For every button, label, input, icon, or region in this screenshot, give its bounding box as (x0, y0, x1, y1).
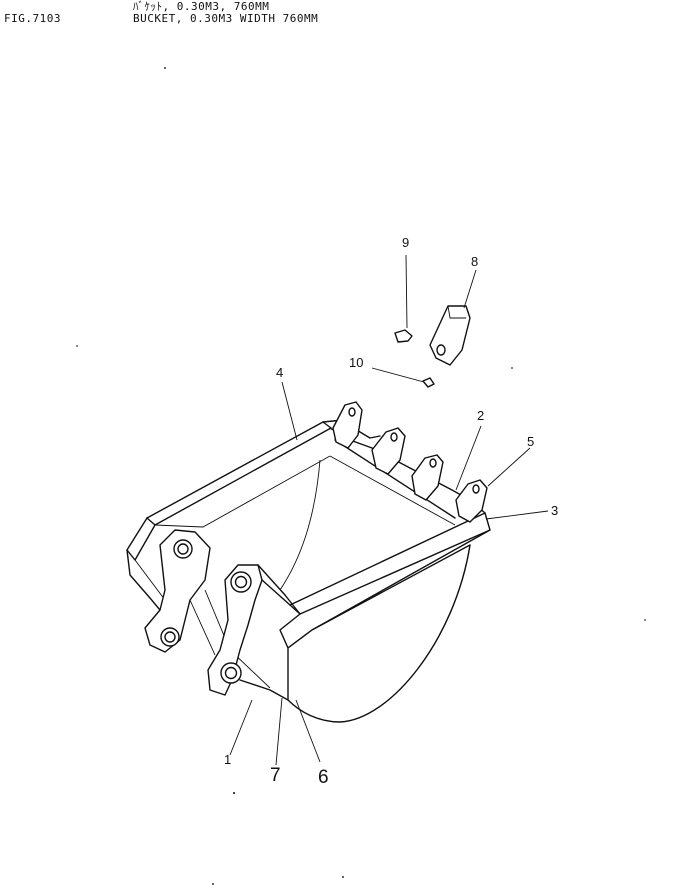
pin-part-9 (394, 329, 413, 343)
callout-6: 6 (318, 767, 329, 788)
callout-8: 8 (471, 254, 478, 269)
callout-1: 1 (224, 752, 231, 767)
leader-lines (229, 254, 549, 766)
callout-10: 10 (349, 355, 363, 370)
title-english: BUCKET, 0.30M3 WIDTH 760MM (133, 12, 319, 25)
tooth-adapter-1 (332, 401, 363, 449)
right-pin-bracket (207, 564, 301, 696)
bucket-body (126, 419, 491, 723)
left-pin-bracket (144, 529, 211, 653)
callout-2: 2 (477, 408, 484, 423)
tooth-point-part-8 (429, 305, 471, 366)
callout-7: 7 (270, 765, 281, 786)
tooth-adapter-3 (411, 454, 444, 501)
title-japanese: ﾊﾞｹｯﾄ, 0.30M3, 760MM (133, 0, 270, 13)
callout-labels: 4 9 8 10 2 5 3 1 7 6 (224, 235, 558, 788)
callout-3: 3 (551, 503, 558, 518)
callout-4: 4 (276, 365, 283, 380)
tooth-adapter-2 (371, 427, 406, 475)
fig-number: FIG.7103 (4, 12, 61, 25)
lock-part-10 (422, 377, 435, 388)
tooth-adapter-4 (455, 479, 488, 523)
callout-5: 5 (527, 434, 534, 449)
callout-9: 9 (402, 235, 409, 250)
scan-specks (76, 67, 646, 885)
